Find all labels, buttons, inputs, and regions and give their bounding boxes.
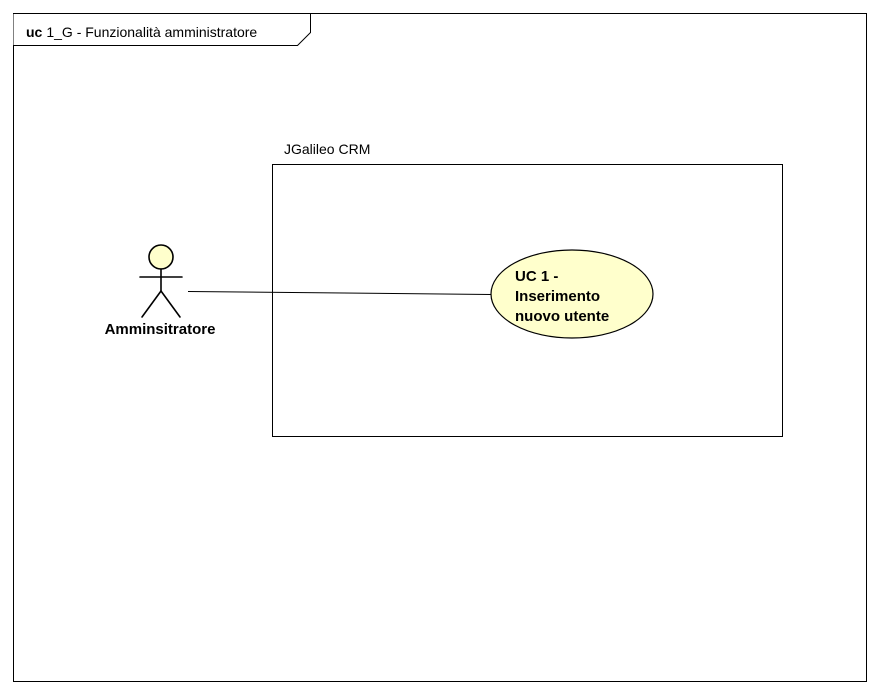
- actor-head: [148, 244, 174, 270]
- frame-keyword: uc: [26, 24, 43, 40]
- actor-right-leg: [160, 290, 181, 318]
- frame-name-tab: [13, 13, 311, 46]
- actor-left-leg: [141, 290, 162, 318]
- association-line: [187, 291, 492, 295]
- use-case-label-line-2: Inserimento: [515, 288, 600, 305]
- system-boundary-label: JGalileo CRM: [284, 141, 370, 157]
- use-case-label-line-3: nuovo utente: [515, 308, 609, 325]
- use-case-label-line-1: UC 1 -: [515, 268, 558, 285]
- actor-label: Amminsitratore: [105, 321, 216, 338]
- use-case-label: UC 1 - Inserimento nuovo utente: [515, 268, 609, 325]
- use-case-ellipse: [490, 249, 654, 339]
- frame-name: 1_G - Funzionalità amministratore: [46, 24, 257, 40]
- actor-figure: [139, 244, 183, 318]
